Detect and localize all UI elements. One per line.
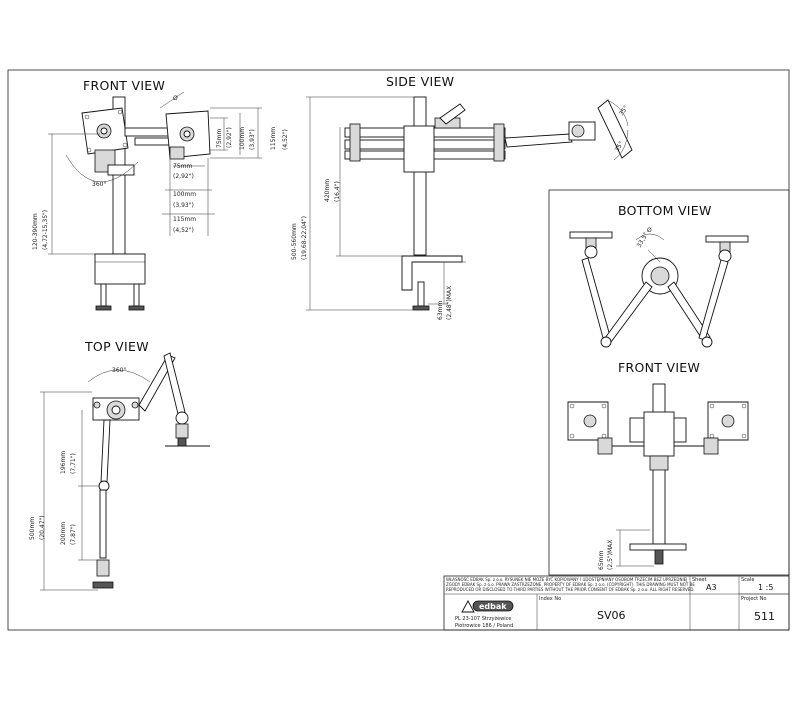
- top-dim-seg1-in: (7,71"): [70, 453, 77, 474]
- front-dim-2-92-h: (2,92"): [173, 173, 194, 180]
- copyright-line-1: WŁASNOŚĆ EDBAK Sp. z o.o. RYSUNEK NIE MO…: [446, 577, 687, 582]
- front-view-2-title: FRONT VIEW: [618, 360, 700, 375]
- edbak-logo-icon: [461, 600, 475, 613]
- top-view: TOP VIEW 360° 500mm (20,47") 196mm: [29, 339, 210, 591]
- top-arm-segment-2: [99, 489, 107, 559]
- front-dim-height: 120-390mm: [32, 213, 39, 250]
- front-view: FRONT VIEW Ø: [32, 78, 289, 311]
- front2-clamp: [629, 543, 687, 551]
- side-tilt2-label: 35°: [614, 140, 625, 153]
- bottom-arm-left-2: [604, 281, 653, 343]
- top-arm-segment-1: [100, 419, 111, 483]
- front-rotation-label: 360°: [92, 181, 106, 188]
- top-view-title: TOP VIEW: [84, 339, 149, 354]
- title-block: WŁASNOŚĆ EDBAK Sp. z o.o. RYSUNEK NIE MO…: [443, 575, 790, 631]
- address-line-2: Piotrowice 186 / Poland: [455, 623, 513, 629]
- front-dim-3-93-h: (3,93"): [173, 202, 194, 209]
- front-dim-4-52-v: (4,52"): [282, 129, 289, 150]
- bottom-arm-right-1: [667, 281, 711, 343]
- front-dim-3-93-v: (3,93"): [249, 129, 256, 150]
- side-tilt-arm: [504, 133, 573, 148]
- front2-dim-clamp: 65mm: [598, 551, 605, 570]
- front-view-2: FRONT VIEW 65mm (2,5")MAX: [567, 360, 749, 570]
- front-dim-2-92-v: (2,92"): [226, 127, 233, 148]
- index-value: SV06: [597, 609, 626, 622]
- right-panel-frame: [548, 189, 790, 576]
- side-pole: [413, 96, 427, 256]
- front-dim-100mm-h: 100mm: [173, 191, 196, 198]
- project-value: 511: [754, 610, 775, 623]
- side-dim-arm: 420mm: [324, 179, 331, 202]
- front-dim-height-in: (4,72-15,35"): [42, 210, 49, 250]
- side-dim-height-in: (19,68-22,04"): [301, 216, 308, 260]
- front-dim-75mm-v: 75mm: [216, 129, 223, 148]
- top-rotation-label: 360°: [112, 367, 126, 374]
- address-line-1: PL 23-107 Strzyżewice: [455, 616, 511, 622]
- top-dim-seg2: 200mm: [60, 522, 67, 545]
- top-arm-upper: [138, 354, 176, 412]
- front-arm: [124, 127, 174, 137]
- side-dim-clamp: 63mm: [437, 301, 444, 320]
- front-phi-symbol: Ø: [173, 95, 178, 102]
- front-dim-115mm-v: 115mm: [270, 127, 277, 150]
- front-dim-4-52-h: (4,52"): [173, 227, 194, 234]
- side-view-title: SIDE VIEW: [386, 74, 454, 89]
- copyright-line-3: REPRODUCED OR DISCLOSED TO THIRD PARTIES…: [446, 587, 695, 592]
- side-vesa-plate: [597, 99, 633, 159]
- front-view-title: FRONT VIEW: [83, 78, 165, 93]
- scale-label: Scale: [741, 577, 754, 583]
- top-dim-total-in: (20,47"): [39, 515, 46, 540]
- project-label: Project No: [741, 596, 767, 602]
- front-clamp-screw-left: [100, 283, 107, 307]
- front-clamp-screw-right: [133, 283, 140, 307]
- top-dim-seg1: 196mm: [60, 451, 67, 474]
- top-dim-seg2-in: (7,87"): [70, 524, 77, 545]
- bottom-arm-left-1: [581, 257, 611, 339]
- edbak-logo: edbak: [479, 602, 507, 611]
- front-dim-115mm-h: 115mm: [173, 216, 196, 223]
- index-label: Index No: [539, 596, 561, 602]
- front2-dim-clamp-in: (2,5")MAX: [607, 540, 614, 570]
- copyright-line-2: ZGODY EDBAK Sp. z o.o. PRAWA ZASTRZEŻONE…: [446, 582, 695, 587]
- bottom-view-title: BOTTOM VIEW: [618, 203, 712, 218]
- bottom-view: BOTTOM VIEW 33,5° Ø: [569, 203, 749, 348]
- side-dim-height: 500-560mm: [291, 223, 298, 260]
- side-clamp-screw: [417, 281, 425, 307]
- side-dim-arm-in: (16,4"): [334, 181, 341, 202]
- side-tilt1-label: 35°: [618, 104, 630, 117]
- side-c-clamp: [401, 255, 463, 291]
- side-view: SIDE VIEW 35° 35° 500-560mm (19,68: [291, 74, 633, 320]
- front-dim-100mm-v: 100mm: [239, 127, 246, 150]
- scale-value: 1 :5: [758, 583, 773, 592]
- sheet-label: Sheet: [692, 577, 706, 583]
- front-dim-75mm-h: 75mm: [173, 163, 192, 170]
- bottom-phi-symbol: Ø: [647, 227, 652, 234]
- front-base: [94, 253, 146, 285]
- bottom-arm-right-2: [698, 259, 729, 341]
- side-dim-clamp-in: (2,48")MAX: [446, 286, 453, 320]
- sheet-value: A3: [706, 583, 717, 592]
- top-dim-total: 500mm: [29, 517, 36, 540]
